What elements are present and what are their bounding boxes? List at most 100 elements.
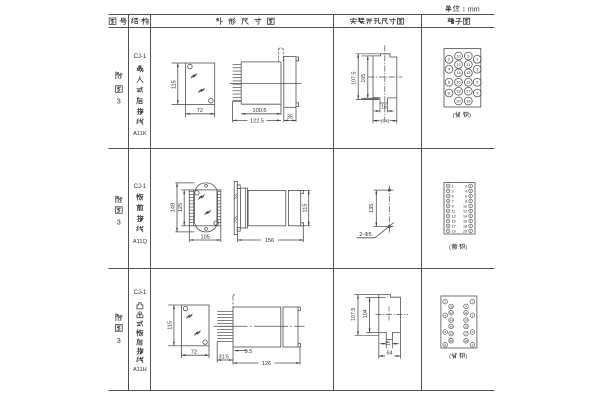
svg-text:105: 105 — [361, 74, 367, 83]
svg-text:72: 72 — [197, 108, 203, 114]
svg-text:12: 12 — [463, 209, 467, 213]
svg-text:3: 3 — [117, 336, 121, 345]
svg-text:72: 72 — [191, 349, 197, 355]
svg-text:9: 9 — [465, 305, 467, 309]
svg-text:19: 19 — [464, 339, 468, 343]
svg-text:3: 3 — [452, 189, 454, 193]
svg-text:(64): (64) — [381, 119, 390, 125]
svg-text:2: 2 — [448, 57, 450, 62]
svg-text:mm: mm — [468, 4, 480, 13]
svg-text:18: 18 — [449, 332, 453, 336]
svg-text:2: 2 — [444, 300, 446, 304]
svg-text:149: 149 — [171, 203, 177, 212]
svg-text:16: 16 — [463, 219, 467, 223]
svg-text:8: 8 — [444, 343, 446, 347]
svg-text:11: 11 — [466, 62, 470, 67]
svg-text:CJ-1: CJ-1 — [134, 184, 147, 190]
svg-text:12: 12 — [456, 62, 460, 67]
svg-text:10: 10 — [456, 53, 461, 58]
svg-text:35: 35 — [287, 114, 293, 120]
svg-text:3: 3 — [472, 313, 474, 317]
svg-text:A11Q: A11Q — [133, 239, 148, 245]
svg-text:31.5: 31.5 — [219, 354, 229, 360]
svg-text:6: 6 — [444, 330, 446, 334]
svg-text:16: 16 — [381, 105, 387, 111]
svg-text:20: 20 — [463, 229, 467, 233]
svg-text:13: 13 — [466, 70, 470, 75]
svg-text:1: 1 — [472, 300, 474, 304]
svg-text:14: 14 — [449, 318, 453, 322]
svg-text:14: 14 — [463, 214, 467, 218]
svg-text:15: 15 — [466, 80, 470, 85]
svg-text:19: 19 — [452, 229, 456, 233]
svg-text:7: 7 — [472, 343, 474, 347]
svg-text:10: 10 — [449, 305, 453, 309]
svg-text:14: 14 — [456, 70, 461, 75]
svg-text:6: 6 — [465, 194, 467, 198]
svg-text:4: 4 — [448, 67, 451, 72]
svg-text:4: 4 — [444, 313, 446, 317]
svg-text:126: 126 — [262, 361, 271, 367]
svg-text:18: 18 — [456, 89, 460, 94]
svg-text:17: 17 — [466, 89, 470, 94]
svg-text:3: 3 — [117, 218, 121, 227]
svg-text:115: 115 — [168, 321, 174, 330]
svg-text:122.5: 122.5 — [250, 118, 264, 124]
svg-text:107.5: 107.5 — [351, 308, 357, 321]
svg-text:): ) — [465, 354, 467, 360]
svg-text:17: 17 — [452, 224, 456, 228]
svg-text:1: 1 — [476, 57, 478, 62]
svg-text:9: 9 — [467, 53, 469, 58]
svg-text:3: 3 — [117, 97, 121, 106]
svg-text:A11K: A11K — [133, 131, 147, 137]
svg-text:125: 125 — [178, 203, 184, 212]
svg-text:20: 20 — [449, 339, 453, 343]
svg-text:5: 5 — [476, 80, 478, 85]
svg-text:CJ-1: CJ-1 — [134, 54, 147, 60]
svg-text:107.5: 107.5 — [351, 72, 357, 85]
svg-text:15: 15 — [452, 219, 456, 223]
svg-text:16: 16 — [449, 325, 453, 329]
svg-text:13: 13 — [452, 214, 456, 218]
svg-text:5: 5 — [452, 194, 454, 198]
svg-text:11: 11 — [452, 209, 456, 213]
svg-text:4: 4 — [465, 189, 467, 193]
svg-text:(: ( — [453, 113, 455, 119]
svg-text:104: 104 — [363, 309, 369, 318]
svg-text:12: 12 — [449, 311, 453, 315]
svg-text:CJ-1: CJ-1 — [134, 290, 147, 296]
svg-text:11: 11 — [464, 311, 467, 315]
svg-text:): ) — [469, 113, 471, 119]
svg-text:A11H: A11H — [133, 367, 147, 373]
svg-text:115: 115 — [171, 80, 177, 89]
svg-text:2: 2 — [465, 184, 467, 188]
svg-text:(: ( — [449, 354, 451, 360]
svg-text:(: ( — [449, 245, 451, 251]
svg-text:7: 7 — [452, 199, 454, 203]
svg-text:19: 19 — [466, 98, 470, 103]
svg-text:3: 3 — [476, 67, 478, 72]
svg-text:2-Φ5: 2-Φ5 — [359, 232, 371, 238]
svg-text:16: 16 — [456, 80, 460, 85]
svg-text:6: 6 — [448, 80, 450, 85]
svg-text:135: 135 — [369, 204, 375, 213]
svg-text:64: 64 — [387, 351, 393, 357]
svg-text:8: 8 — [465, 199, 467, 203]
svg-text:100.5: 100.5 — [253, 108, 267, 114]
svg-text:10: 10 — [463, 204, 467, 208]
svg-text:5: 5 — [472, 330, 474, 334]
svg-text:7: 7 — [476, 90, 478, 95]
svg-text:156: 156 — [265, 238, 274, 244]
svg-text:9: 9 — [452, 204, 454, 208]
svg-text:): ) — [465, 245, 467, 251]
svg-text:9.5: 9.5 — [245, 349, 253, 355]
svg-text:1: 1 — [452, 184, 454, 188]
svg-text:17: 17 — [464, 332, 468, 336]
svg-text:18: 18 — [463, 224, 467, 228]
svg-text:13: 13 — [464, 318, 468, 322]
svg-text:115: 115 — [303, 204, 309, 213]
svg-text:15: 15 — [464, 325, 468, 329]
svg-text:105: 105 — [201, 234, 210, 240]
svg-text:8: 8 — [448, 90, 450, 95]
svg-text:16: 16 — [385, 340, 391, 346]
